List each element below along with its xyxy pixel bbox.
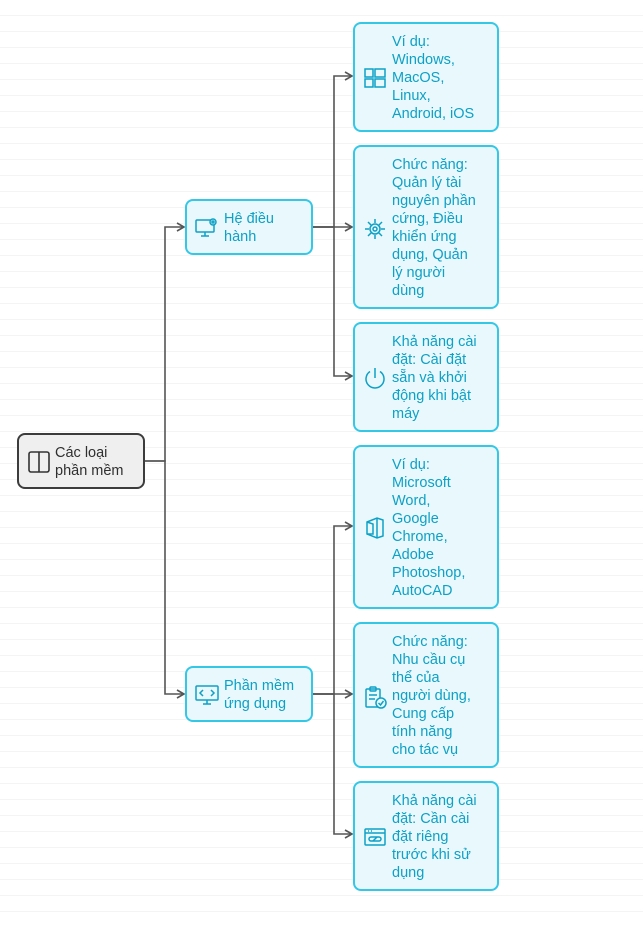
- connector-app-examples: [312, 521, 354, 695]
- leaf-app-install-text: Khả năng cài đặt: Cần cài đặt riêng trướ…: [392, 793, 477, 881]
- leaf-os-examples: Ví dụ: Windows, MacOS, Linux, Android, i…: [353, 22, 499, 132]
- office-icon: [366, 517, 384, 539]
- computer-settings-icon: [195, 218, 217, 237]
- install-window-icon: [364, 828, 386, 846]
- code-monitor-icon: [195, 685, 219, 705]
- branch-os-node: Hệ điều hành: [185, 199, 313, 255]
- branch-app-label: Phần mềm ứng dụng: [224, 678, 295, 712]
- branch-app-node: Phần mềm ứng dụng: [185, 666, 313, 722]
- connector-root-os: [144, 222, 186, 462]
- leaf-app-functions-text: Chức năng: Nhu cầu cụ thể của người dùng…: [392, 634, 471, 758]
- clipboard-check-icon: [365, 686, 387, 709]
- power-icon: [365, 368, 385, 389]
- connector-os-examples: [312, 71, 354, 228]
- connector-app-install: [312, 693, 354, 839]
- gear-icon: [365, 219, 385, 239]
- leaf-os-examples-text: Ví dụ: Windows, MacOS, Linux, Android, i…: [392, 34, 475, 122]
- leaf-app-install: Khả năng cài đặt: Cần cài đặt riêng trướ…: [353, 781, 499, 891]
- leaf-app-functions: Chức năng: Nhu cầu cụ thể của người dùng…: [353, 622, 499, 768]
- leaf-os-functions: Chức năng: Quản lý tài nguyên phần cứng,…: [353, 145, 499, 309]
- leaf-app-examples: Ví dụ: Microsoft Word, Google Chrome, Ad…: [353, 445, 499, 609]
- root-node: Các loại phần mềm: [17, 433, 145, 489]
- leaf-os-functions-text: Chức năng: Quản lý tài nguyên phần cứng,…: [392, 157, 476, 299]
- leaf-os-install-text: Khả năng cài đặt: Cài đặt sẵn và khởi độ…: [392, 334, 477, 422]
- windows-icon: [364, 68, 386, 88]
- branch-os-label: Hệ điều hành: [224, 211, 274, 245]
- connector-root-app: [144, 460, 186, 699]
- leaf-os-install: Khả năng cài đặt: Cài đặt sẵn và khởi độ…: [353, 322, 499, 432]
- book-icon: [28, 451, 50, 473]
- root-label: Các loại phần mềm: [55, 445, 124, 479]
- leaf-app-examples-text: Ví dụ: Microsoft Word, Google Chrome, Ad…: [392, 457, 466, 599]
- connector-os-install: [312, 226, 354, 381]
